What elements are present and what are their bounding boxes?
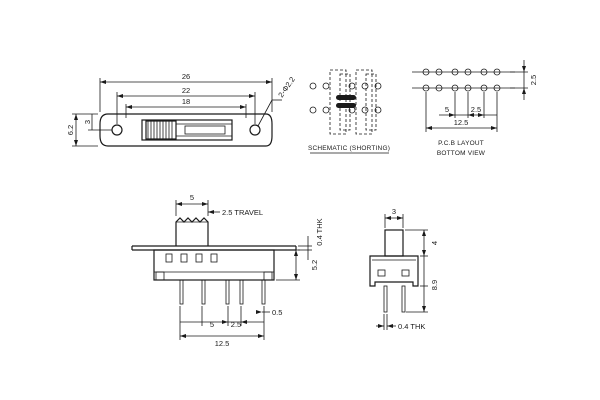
pcb-subtitle: BOTTOM VIEW bbox=[437, 150, 486, 157]
mounting-hole-left bbox=[111, 124, 123, 136]
pcb-title: P.C.B LAYOUT bbox=[438, 140, 484, 147]
schematic-rail-left bbox=[329, 69, 347, 135]
side-dim-actuator-height: 4 bbox=[430, 241, 439, 245]
schematic: SCHEMATIC (SHORTING) bbox=[308, 69, 390, 154]
dim-hole-dia: 2-Φ2.2 bbox=[276, 75, 297, 99]
dim-overall-length: 26 bbox=[182, 72, 190, 81]
dim-inner-length: 18 bbox=[182, 97, 190, 106]
front-dim-pin-width: 0.5 bbox=[272, 308, 282, 317]
schematic-rail-right bbox=[355, 69, 373, 135]
pcb-dim-pitch-a: 5 bbox=[445, 105, 449, 114]
side-body bbox=[369, 255, 419, 287]
front-dim-pitch-a: 5 bbox=[210, 320, 214, 329]
front-dim-travel: 2.5 TRAVEL bbox=[222, 208, 263, 217]
front-view: 5 2.5 TRAVEL 0.4 THK 5.2 5 2.5 0.5 12.5 bbox=[131, 193, 324, 348]
schematic-label: SCHEMATIC (SHORTING) bbox=[308, 145, 390, 152]
shorting-bar-top bbox=[336, 95, 356, 100]
pcb-dim-row-spacing: 2.5 bbox=[529, 75, 538, 85]
dim-height: 6.2 bbox=[66, 125, 75, 135]
actuator-ridges bbox=[147, 121, 173, 139]
front-dim-frame-thk: 0.4 THK bbox=[315, 218, 324, 245]
schematic-contacts bbox=[309, 82, 382, 114]
top-view: 26 22 18 6.2 3 2-Φ2.2 bbox=[66, 72, 297, 147]
mounting-hole-right bbox=[249, 124, 261, 136]
pcb-dim-pitch-b: 2.5 bbox=[471, 105, 481, 114]
slot-outline bbox=[141, 119, 233, 141]
top-view-plate bbox=[99, 113, 273, 147]
front-dim-pitch-b: 2.5 bbox=[231, 320, 241, 329]
side-dim-lead-thk: 0.4 THK bbox=[398, 322, 425, 331]
front-pins bbox=[179, 279, 266, 305]
dim-hole-center: 3 bbox=[83, 120, 92, 124]
travel-channel bbox=[184, 125, 226, 135]
dim-hole-spacing: 22 bbox=[182, 86, 190, 95]
front-dim-total: 12.5 bbox=[215, 339, 230, 348]
side-dim-body-height: 8.9 bbox=[430, 280, 439, 290]
pcb-dim-total: 12.5 bbox=[454, 118, 469, 127]
front-dim-body-height: 5.2 bbox=[310, 260, 319, 270]
side-view: 3 4 8.9 0.4 THK bbox=[369, 207, 439, 331]
shorting-bar-bottom bbox=[336, 103, 356, 108]
side-actuator bbox=[384, 229, 404, 257]
side-dim-actuator-width: 3 bbox=[392, 207, 396, 216]
side-leg-right bbox=[401, 285, 406, 313]
pcb-layout: 5 2.5 12.5 2.5 P.C.B LAYOUT BOTTOM VIEW bbox=[412, 60, 538, 157]
side-leg-left bbox=[383, 285, 388, 313]
front-body bbox=[153, 249, 275, 281]
actuator-knob bbox=[145, 120, 177, 140]
front-dim-actuator-width: 5 bbox=[190, 193, 194, 202]
